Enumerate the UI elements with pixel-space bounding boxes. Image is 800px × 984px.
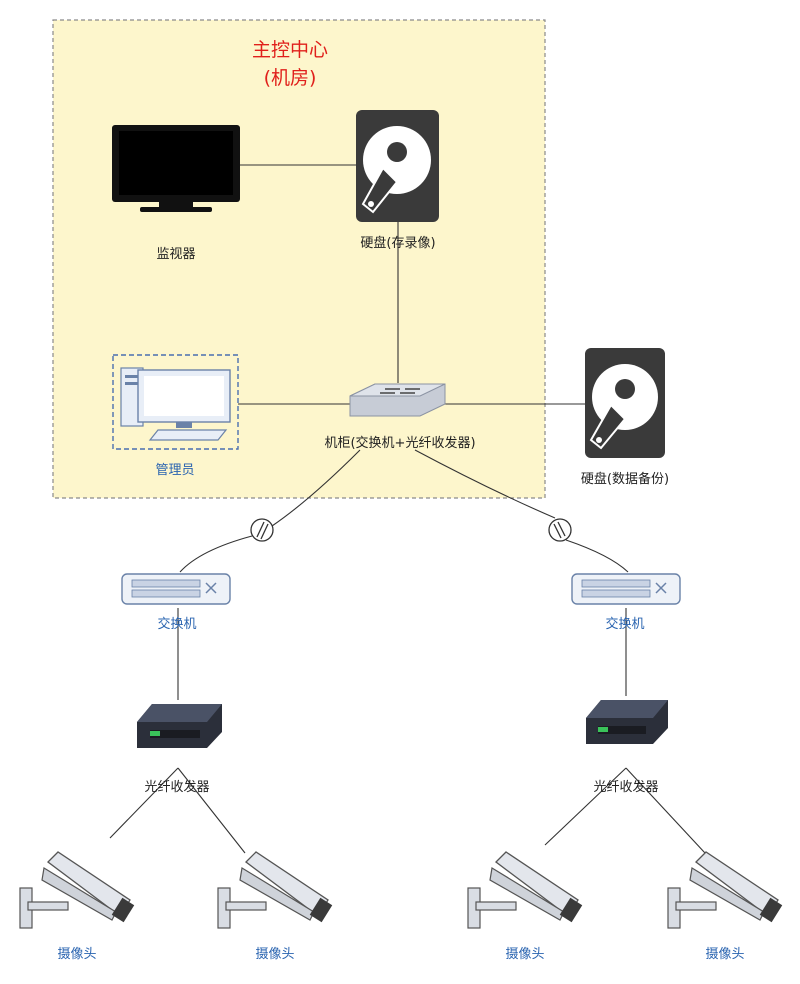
- link-cabinet-left-fiber: [271, 449, 361, 527]
- connection-lines: [109, 164, 706, 854]
- cabinet-switch-icon: [349, 383, 446, 417]
- left-transceiver-icon: [137, 704, 222, 748]
- left-access-switch-icon: [121, 573, 231, 605]
- right-transceiver-icon: [586, 700, 668, 744]
- right-access-switch-icon: [571, 573, 681, 605]
- link-right-transceiver-cam4: [625, 767, 706, 854]
- control-room-title-main: 主控中心: [251, 39, 329, 61]
- camera-1-icon: [19, 851, 135, 929]
- workstation-icon: [112, 354, 239, 450]
- link-right-fiber-switch: [565, 539, 629, 573]
- camera-1-label: 摄像头: [57, 947, 97, 962]
- switch-right-label: 交换机: [605, 617, 645, 632]
- link-left-fiber-switch: [179, 535, 253, 573]
- link-left-transceiver-cam1: [109, 767, 179, 839]
- control-room-title-sub: (机房): [263, 67, 317, 89]
- link-left-transceiver-cam2: [177, 767, 246, 854]
- admin-label: 管理员: [155, 463, 195, 478]
- camera-2-label: 摄像头: [255, 947, 295, 962]
- backup-hard-disk-icon: [585, 348, 665, 458]
- camera-4-icon: [667, 851, 783, 929]
- cabinet-label: 机柜(交换机+光纤收发器): [324, 436, 476, 451]
- hard-disk-icon: [356, 110, 439, 222]
- control-room-title: 主控中心 (机房): [252, 36, 328, 92]
- camera-2-icon: [217, 851, 333, 929]
- hdd-backup-label: 硬盘(数据备份): [580, 472, 670, 487]
- left-fiber-connector-icon: [250, 518, 274, 542]
- camera-3-label: 摄像头: [505, 947, 545, 962]
- transceiver-left-label: 光纤收发器: [144, 780, 210, 795]
- monitor-icon: [112, 125, 240, 212]
- link-right-transceiver-cam3: [544, 767, 627, 846]
- switch-left-label: 交换机: [157, 617, 197, 632]
- hdd-record-label: 硬盘(存录像): [360, 236, 436, 251]
- camera-3-icon: [467, 851, 583, 929]
- camera-4-label: 摄像头: [705, 947, 745, 962]
- monitor-label: 监视器: [156, 247, 196, 262]
- link-cabinet-right-fiber: [414, 449, 556, 519]
- right-fiber-connector-icon: [548, 518, 572, 542]
- transceiver-right-label: 光纤收发器: [593, 780, 659, 795]
